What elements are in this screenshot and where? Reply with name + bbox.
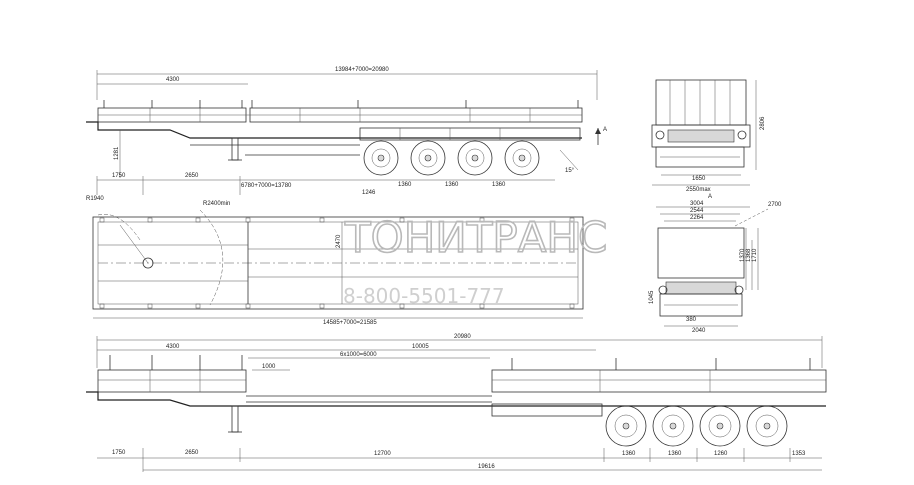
- dim-height-left: 1281: [114, 146, 120, 160]
- dim-axle-spacing-1: 1360: [398, 182, 412, 188]
- section-mark-a-rear: A: [708, 194, 712, 200]
- dim-rear-left: 1750: [112, 173, 126, 179]
- dim-axle-spacing-ext-1: 1360: [622, 451, 636, 457]
- dim-radius-swing: R2400min: [203, 201, 230, 207]
- dim-axle-left: 1246: [362, 190, 376, 196]
- dim-deck-front-extended: 4300: [166, 344, 180, 350]
- dim-deck-height: 1045: [649, 290, 655, 304]
- dim-width-inner: 1650: [692, 176, 706, 182]
- wheels-top: [363, 140, 540, 176]
- section-mark-a-top: A: [603, 127, 607, 133]
- dim-wheelbase: 12700: [374, 451, 391, 457]
- dim-width-plan: 2470: [336, 234, 342, 248]
- dim-rear-overhang: 1353: [792, 451, 806, 457]
- rear-view-bottom: 3004 2544 2264 2700 1370 1368 1710 1045 …: [649, 201, 782, 334]
- dim-height-1368: 1368: [746, 248, 752, 262]
- dim-axle-spacing-ext-3: 1260: [714, 451, 728, 457]
- dim-extension-steps: 6x1000=6000: [340, 352, 377, 358]
- watermark: ТОНИТРАНС 8-800-5501-777: [343, 212, 608, 308]
- dim-rear-left-extended: 1750: [112, 450, 126, 456]
- dim-bottom-width: 2040: [692, 328, 706, 334]
- dim-width-3004: 3004: [690, 201, 704, 207]
- dim-kingpin: 2650: [185, 173, 199, 179]
- dim-kingpin-extended: 2650: [185, 450, 199, 456]
- dim-extension: 6780+7000=13780: [241, 183, 292, 189]
- dim-height-1710: 1710: [752, 248, 758, 262]
- dim-length-plan: 14585+7000=21585: [323, 320, 377, 326]
- dim-axle-spacing-ext-2: 1360: [668, 451, 682, 457]
- dim-width-outer: 2550max: [686, 187, 711, 193]
- watermark-phone: 8-800-5501-777: [343, 284, 505, 308]
- dim-overall-top: 13984+7000=20980: [335, 67, 389, 73]
- dim-width-2264: 2264: [690, 215, 704, 221]
- dim-width-2544: 2544: [690, 208, 704, 214]
- watermark-brand: ТОНИТРАНС: [344, 213, 607, 262]
- dim-middle: 10005: [412, 344, 429, 350]
- dim-deck-front-top: 4300: [166, 77, 180, 83]
- dim-radius-front: R1940: [86, 196, 104, 202]
- dim-height-rear: 2806: [760, 116, 766, 130]
- wheels-extended: [605, 405, 788, 447]
- dim-overall-extended: 20980: [454, 334, 471, 340]
- dim-total: 19616: [478, 464, 495, 470]
- dim-axle-spacing-3: 1360: [492, 182, 506, 188]
- side-view-extended: 20980 4300 10005 6x1000=6000 1000: [86, 334, 827, 472]
- dim-angle: 15°: [565, 168, 575, 174]
- side-view-retracted: 13984+7000=20980 4300: [86, 67, 607, 196]
- plan-view: R1940 R2400min 2470 14585+7000=21585: [86, 196, 584, 326]
- rear-view-top: 2806 1650 2550max A: [651, 79, 766, 200]
- dim-axle-spacing-2: 1360: [445, 182, 459, 188]
- dim-leg-height: 380: [686, 317, 697, 323]
- dim-step: 1000: [262, 364, 276, 370]
- label-2700: 2700: [768, 202, 782, 208]
- dim-height-1370: 1370: [740, 248, 746, 262]
